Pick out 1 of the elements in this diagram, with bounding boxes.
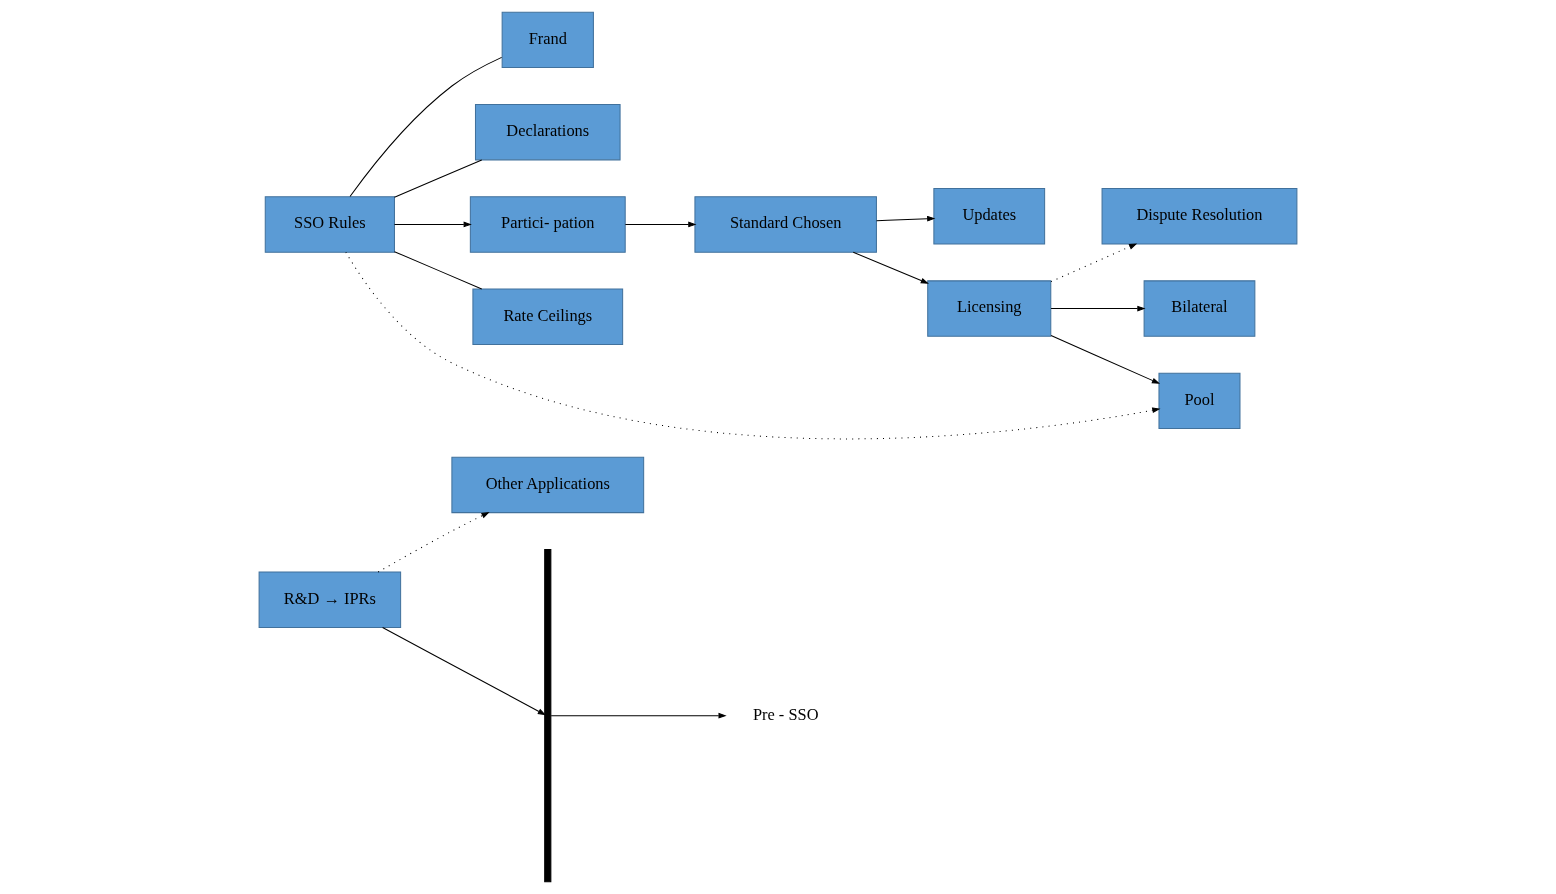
node-text: Pre - SSO	[752, 704, 819, 724]
